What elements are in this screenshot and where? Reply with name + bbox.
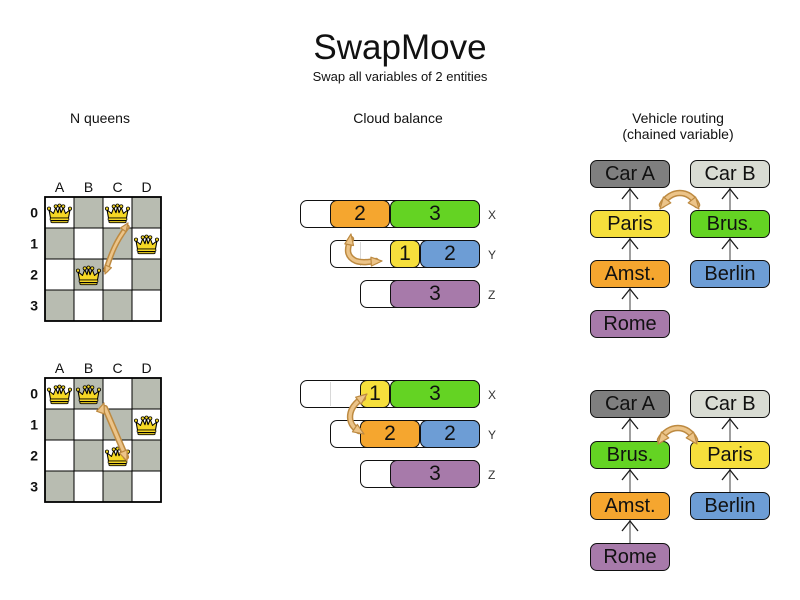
chain-arrow [621,237,639,260]
cloud-process-block: 2 [330,200,390,228]
vehicle-box-brus: Brus. [690,210,770,238]
board-cell [73,289,104,322]
page-title: SwapMove [313,28,487,67]
cloud-process-block: 2 [420,240,480,268]
vehicle-box-paris: Paris [590,210,670,238]
board-cell [73,408,104,441]
board-cell [131,196,162,229]
nqueens-board-after: A B C D 0 1 2 3 [30,360,162,503]
cloud-process-block: 3 [390,280,480,308]
board-row-label: 0 [30,386,38,402]
nqueens-header: N queens [70,110,130,126]
board-cell [73,470,104,503]
chain-arrow [621,187,639,210]
board-cell [131,470,162,503]
swap-arrow [658,189,701,210]
cloud-process-block: 2 [360,420,420,448]
board-column-label: B [84,179,93,195]
board-column-label: C [112,360,122,376]
vehicle-box-amst: Amst. [590,260,670,288]
cloud-process-block: 3 [390,380,480,408]
board-cell [44,227,75,260]
board-row-label: 1 [30,236,38,252]
cloud-process-block: 2 [420,420,480,448]
board-cell [102,258,133,291]
vehicle-box-brus: Brus. [590,441,670,469]
board-cell [102,470,133,503]
board-cell [102,289,133,322]
board-cell [131,377,162,410]
board-row-label: 0 [30,205,38,221]
vehicle-box-amst: Amst. [590,492,670,520]
board-cell [44,289,75,322]
cloud-process-block: 1 [360,380,390,408]
chain-arrow [721,417,739,441]
cloud-process-block: 3 [390,200,480,228]
board-row-label: 3 [30,479,38,495]
cloud-computer-label: Z [488,288,496,302]
vehicle-box-paris: Paris [690,441,770,469]
cloud-computer-label: Z [488,468,496,482]
vehicle-routing-header: Vehicle routing (chained variable) [578,110,778,142]
board-cell [44,258,75,291]
board-cell [102,227,133,260]
cloud-process-block: 3 [390,460,480,488]
board-column-label: C [112,179,122,195]
board-cell [44,408,75,441]
board-column-label: A [55,360,65,376]
board-column-label: D [141,179,151,195]
vehicle-box-rome: Rome [590,543,670,571]
board-cell [73,439,104,472]
chain-arrow [721,187,739,210]
cloud-free-divider [360,242,361,266]
board-cell [102,408,133,441]
board-row-label: 2 [30,448,38,464]
board-row-label: 1 [30,417,38,433]
board-row-label: 3 [30,298,38,314]
cloud-computer-label: X [488,388,497,402]
chain-arrow [621,519,639,543]
vehicle-routing-header-line2: (chained variable) [622,126,734,142]
board-column-label: A [55,179,65,195]
nqueens-board-before: A B C D 0 1 2 3 [30,179,162,322]
board-cell [102,377,133,410]
board-cell [131,258,162,291]
board-cell [44,470,75,503]
vehicle-box-cara: Car A [590,390,670,418]
board-column-label: D [141,360,151,376]
board-column-label: B [84,360,93,376]
vehicle-box-rome: Rome [590,310,670,338]
board-cell [44,439,75,472]
chain-arrow [721,237,739,260]
board-cell [131,439,162,472]
board-cell [131,289,162,322]
board-row-label: 2 [30,267,38,283]
vehicle-box-berlin: Berlin [690,260,770,288]
board-border [44,377,162,503]
cloud-balance-header: Cloud balance [353,110,443,126]
chain-arrow [621,287,639,310]
vehicle-routing-header-line1: Vehicle routing [632,110,724,126]
chain-arrow [721,468,739,492]
cloud-free-divider [330,382,331,406]
cloud-process-block: 1 [390,240,420,268]
vehicle-box-cara: Car A [590,160,670,188]
board-cell [73,196,104,229]
page-subtitle: Swap all variables of 2 entities [312,69,488,84]
cloud-computer-label: Y [488,248,497,262]
vehicle-box-carb: Car B [690,390,770,418]
chain-arrow [621,468,639,492]
board-cell [73,227,104,260]
cloud-computer-label: Y [488,428,497,442]
vehicle-box-carb: Car B [690,160,770,188]
cloud-computer-label: X [488,208,497,222]
chain-arrow [621,417,639,441]
vehicle-box-berlin: Berlin [690,492,770,520]
board-border [44,196,162,322]
